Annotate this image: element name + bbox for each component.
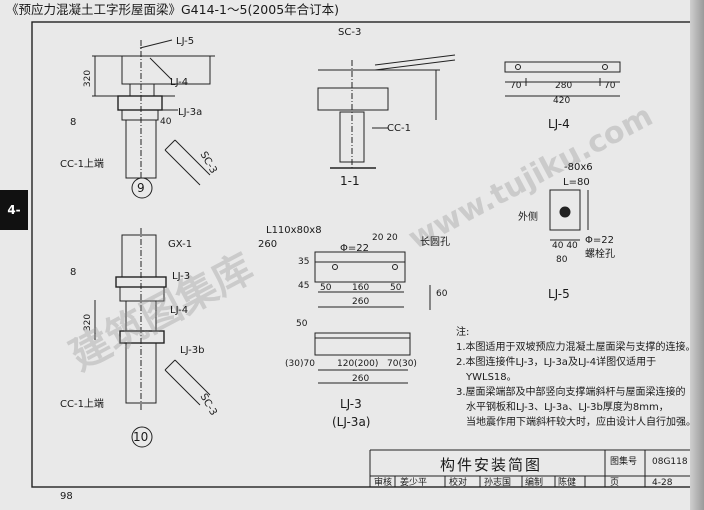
lj3-hole-dia: Φ=22 <box>340 243 369 254</box>
label-lj4-b: LJ-4 <box>170 305 189 316</box>
drawing-title: 构件安装简图 <box>440 456 543 474</box>
page-number: 98 <box>60 491 73 502</box>
label-8: 8 <box>70 117 77 128</box>
lj5-plate-size: -80x6 <box>564 162 593 173</box>
label-lj4: LJ-4 <box>170 77 189 88</box>
note-3-cont2: 当地震作用下端斜杆较大时，应由设计人自行加强。 <box>466 417 696 428</box>
section-1-1-title: 1-1 <box>340 174 360 188</box>
lj3-dim-160: 160 <box>352 283 370 293</box>
label-lj3a: LJ-3a <box>178 107 203 118</box>
lj5-title: LJ-5 <box>548 287 570 301</box>
lj3-dim-3070: (30)70 <box>285 359 315 369</box>
lj4-dim-280: 280 <box>555 81 573 91</box>
lj3-dim-260-plan: 260 <box>352 374 370 384</box>
lj3-dim-60: 60 <box>436 289 448 299</box>
designer-label: 编制 <box>525 478 544 488</box>
designer-name: 陈健 <box>558 478 577 488</box>
dim-320: 320 <box>83 69 94 88</box>
lj3a-title: (LJ-3a) <box>332 415 371 429</box>
dim-40: 40 <box>160 117 172 127</box>
section-tab: 4- <box>0 190 28 230</box>
lj3-dim-50b: 50 <box>390 283 402 293</box>
label-cc1-lower: CC-1上端 <box>60 159 104 170</box>
note-3-cont: 水平钢板和LJ-3、LJ-3a、LJ-3b厚度为8mm， <box>466 402 669 413</box>
lj4-dim-70b: 70 <box>604 81 616 91</box>
label-lj3b: LJ-3b <box>180 345 205 356</box>
reviewer-label: 审核 <box>374 478 393 488</box>
lj3-dim-35: 35 <box>298 257 310 267</box>
document-header: 《预应力混凝土工字形屋面梁》G414-1～5(2005年合订本) <box>6 2 340 17</box>
label-lj5-top: LJ-5 <box>176 36 195 47</box>
lj5-dim-80: 80 <box>556 255 568 265</box>
lj3-slot: 长圆孔 <box>420 237 450 248</box>
reviewer-name: 姜少平 <box>400 478 428 488</box>
lj4-dim-70a: 70 <box>510 81 522 91</box>
lj4-title: LJ-4 <box>548 117 570 131</box>
lj3-angle-size: L110x80x8 <box>266 225 322 236</box>
lj5-hole-dia: Φ=22 <box>585 235 614 246</box>
atlas-no-label: 图集号 <box>610 457 638 467</box>
lj5-l80: L=80 <box>563 177 590 188</box>
lj4-dim-420: 420 <box>553 96 571 106</box>
label-cc1-lower-b: CC-1上端 <box>60 399 104 410</box>
label-cc1-section: CC-1 <box>387 123 411 134</box>
label-gx1: GX-1 <box>168 239 193 250</box>
detail-9-marker: 9 <box>137 181 145 195</box>
checker-label: 校对 <box>449 478 468 488</box>
page-edge-shadow <box>690 0 704 510</box>
lj5-bolt-hole: 螺栓孔 <box>585 249 615 260</box>
label-8-b: 8 <box>70 267 77 278</box>
note-3: 3.屋面梁端部及中部竖向支撑端斜杆与屋面梁连接的 <box>456 387 686 398</box>
lj3-dim-2020: 20 20 <box>372 233 398 243</box>
note-2-cont: YWLS18。 <box>466 372 517 383</box>
lj3-dim-7030: 70(30) <box>387 359 417 369</box>
lj3-dim-45: 45 <box>298 281 310 291</box>
label-sc3-section: SC-3 <box>338 27 362 38</box>
page-label: 页 <box>610 478 620 488</box>
detail-10-marker: 10 <box>133 430 149 444</box>
notes-heading: 注: <box>456 327 470 338</box>
lj3-dim-260-mid: 260 <box>352 297 370 307</box>
notes-block: 注: 1.本图适用于双坡预应力混凝土屋面梁与支撑的连接。 2.本图连接件LJ-3… <box>456 325 696 430</box>
lj3-dim-120200: 120(200) <box>337 359 379 369</box>
lj3-dim-50-plan: 50 <box>296 319 308 329</box>
dim-320-b: 320 <box>83 313 94 332</box>
lj5-dim-4040: 40 40 <box>552 241 578 251</box>
note-1: 1.本图适用于双坡预应力混凝土屋面梁与支撑的连接。 <box>456 342 696 353</box>
lj3-dim-260-top: 260 <box>258 239 278 250</box>
checker-name: 孙志国 <box>484 478 512 488</box>
atlas-no-value: 08G118 <box>652 457 688 467</box>
label-lj3: LJ-3 <box>172 271 191 282</box>
lj3-title: LJ-3 <box>340 397 362 411</box>
lj5-outer-side: 外侧 <box>518 212 538 223</box>
lj3-dim-50a: 50 <box>320 283 332 293</box>
page-value: 4-28 <box>652 478 673 488</box>
note-2: 2.本图连接件LJ-3，LJ-3a及LJ-4详图仅适用于 <box>456 357 657 368</box>
